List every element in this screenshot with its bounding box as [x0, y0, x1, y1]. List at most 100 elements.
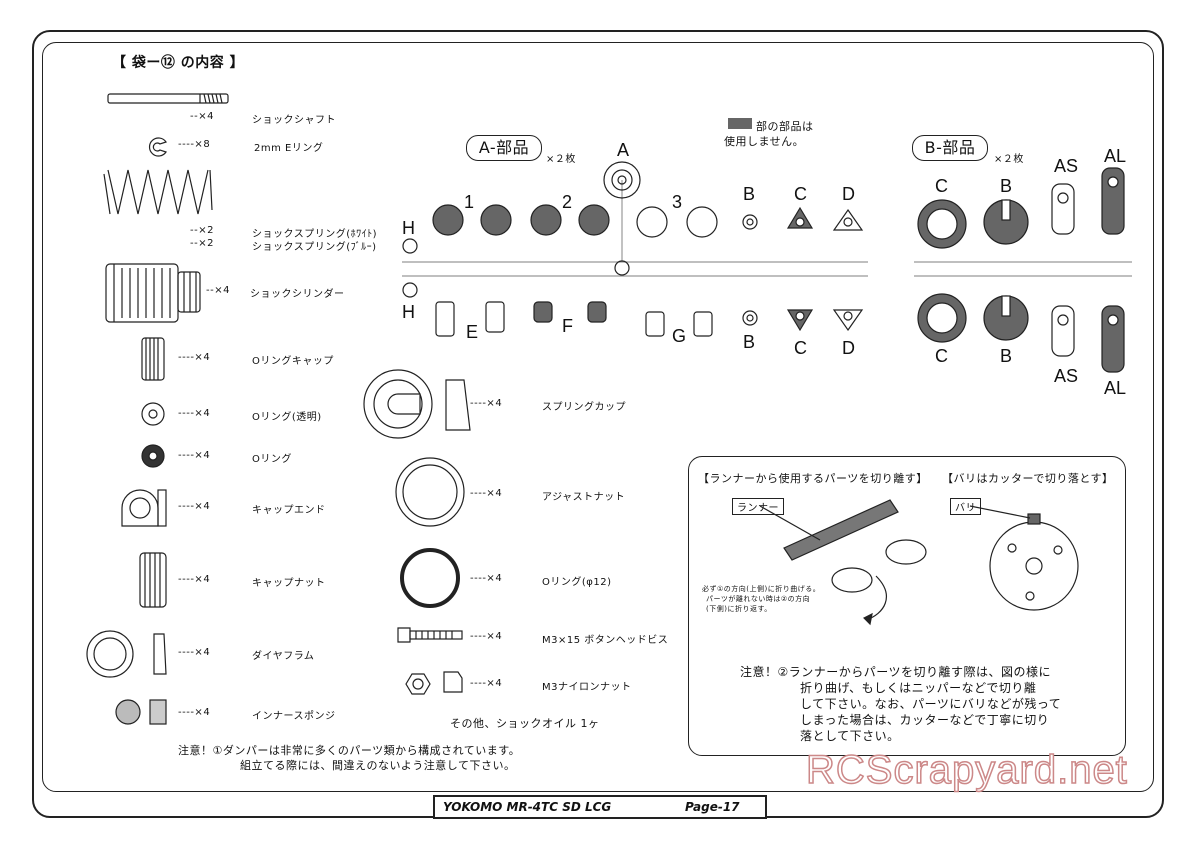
spring-cup-icon [363, 369, 471, 439]
name-oring-clear: Oリング(透明) [252, 412, 322, 423]
part-d-top-icon [832, 208, 864, 231]
unused-legend-swatch [728, 118, 752, 129]
label-as-top: AS [1054, 156, 1079, 176]
legend-note-1: 部の部品は [756, 120, 814, 133]
part-a-icon [603, 161, 641, 276]
instruction-title-right: 【バリはカッターで切り落とす】 [942, 472, 1114, 485]
instruction-caution-2: 折り曲げ、もしくはニッパーなどで切り離 [800, 681, 1037, 695]
tree-b-title: B-部品 [912, 135, 988, 161]
part-b-bottom-icon [742, 310, 758, 326]
tree-a-runner [402, 180, 868, 277]
instruction-box [688, 456, 1126, 756]
caution-left-1: 注意！①ダンパーは非常に多くのパーツ類から構成されています。 [178, 744, 521, 757]
o-ring-cap-icon [141, 337, 165, 381]
adjust-nut-icon [395, 457, 465, 527]
instruction-caution-1: 注意！②ランナーからパーツを切り離す際は、図の様に [740, 665, 1052, 679]
qty-shock-shaft: --×4 [190, 111, 214, 122]
name-spring-blue: ショックスプリング(ﾌﾞﾙｰ) [252, 242, 377, 253]
tree-a-title: A-部品 [466, 135, 542, 161]
name-spring-cup: スプリングカップ [542, 402, 626, 413]
label-d-top: D [842, 184, 855, 204]
e-ring-icon [148, 137, 167, 157]
diaphragm-icon [86, 630, 167, 678]
label-3: 3 [672, 192, 683, 212]
qty-diaphragm: ----×4 [178, 647, 211, 658]
name-sponge: インナースポンジ [252, 711, 336, 722]
name-spring-white: ショックスプリング(ﾎﾜｲﾄ) [252, 229, 378, 240]
footer-model: YOKOMO MR-4TC SD LCG [443, 800, 612, 814]
name-shock-shaft: ショックシャフト [252, 115, 336, 126]
name-e-ring: 2mm Eリング [254, 143, 324, 154]
cap-end-icon [121, 489, 167, 527]
qty-oring: ----×4 [178, 450, 211, 461]
runner-label: ランナー [732, 498, 784, 515]
qty-oring-clear: ----×4 [178, 408, 211, 419]
bag-title: 【 袋ー⑫ の内容 】 [112, 55, 245, 71]
instruction-caution-4: しまった場合は、カッターなどで丁寧に切り [800, 713, 1050, 727]
label-c-bottom: C [794, 338, 807, 358]
legend-note-2: 使用しません。 [724, 135, 805, 148]
step-note-1: 必ず①の方向(上側)に折り曲げる。 [702, 585, 821, 593]
qty-cap-end: ----×4 [178, 501, 211, 512]
qty-nylon-nut: ----×4 [470, 678, 503, 689]
qty-spring-cup: ----×4 [470, 398, 503, 409]
label-bb-bottom: B [1000, 346, 1013, 366]
label-bc-bottom: C [935, 346, 948, 366]
qty-cap-nut: ----×4 [178, 574, 211, 585]
burr-diagram-icon [969, 505, 1079, 611]
name-oring: Oリング [252, 454, 292, 465]
label-b-bottom: B [743, 332, 756, 352]
label-as-bottom: AS [1054, 366, 1079, 386]
nylon-nut-icon [405, 671, 463, 695]
cap-nut-icon [139, 552, 167, 608]
caution-left-2: 組立てる際には、間違えのないよう注意して下さい。 [240, 759, 516, 772]
name-nylon-nut: M3ナイロンナット [542, 682, 632, 693]
qty-spring-white: --×2 [190, 225, 214, 236]
part-f-icon [533, 301, 607, 323]
label-al-top: AL [1104, 146, 1127, 166]
part-c-top-icon [786, 206, 814, 229]
label-g: G [672, 326, 687, 346]
label-bc-top: C [935, 176, 948, 196]
footer-page: Page-17 [685, 800, 740, 814]
qty-adjust-nut: ----×4 [470, 488, 503, 499]
o-ring-icon [141, 444, 165, 468]
label-1: 1 [464, 192, 475, 212]
inner-sponge-icon [115, 699, 167, 725]
part-h-icon [402, 238, 418, 298]
part-al-icon [1101, 167, 1125, 373]
button-screw-icon [397, 627, 463, 643]
watermark: RCScrapyard.net [805, 747, 1128, 793]
label-h-top: H [402, 218, 415, 238]
part-g-icon [645, 311, 713, 337]
label-a: A [617, 140, 630, 160]
other-note: その他、ショックオイル 1ヶ [450, 717, 600, 730]
part-e-icon [435, 301, 505, 337]
o-ring-clear-icon [141, 402, 165, 426]
instruction-title-left: 【ランナーから使用するパーツを切り離す】 [698, 472, 928, 485]
qty-e-ring: ----×8 [178, 139, 211, 150]
part-b-top-icon [742, 214, 758, 230]
o-ring-12-icon [400, 548, 460, 608]
qty-button-screw: ----×4 [470, 631, 503, 642]
qty-sponge: ----×4 [178, 707, 211, 718]
part-c-bottom-icon [786, 309, 814, 332]
piston-1-icon [432, 204, 512, 236]
piston-2-icon [530, 204, 610, 236]
qty-oring-cap: ----×4 [178, 352, 211, 363]
qty-cylinder: --×4 [206, 285, 230, 296]
label-2: 2 [562, 192, 573, 212]
tree-a-count: ×２枚 [546, 154, 576, 165]
tree-b-runner [914, 261, 1132, 277]
label-d-bottom: D [842, 338, 855, 358]
piston-3-icon [636, 206, 718, 238]
tree-b-count: ×２枚 [994, 154, 1024, 165]
name-cylinder: ショックシリンダー [250, 289, 345, 300]
name-oring-cap: Oリングキャップ [252, 356, 334, 367]
inner-frame [42, 42, 1154, 792]
part-as-icon [1051, 183, 1075, 357]
burr-label: バリ [950, 498, 981, 515]
name-diaphragm: ダイヤフラム [252, 651, 315, 662]
step-note-3: (下側)に折り返す。 [706, 605, 772, 613]
